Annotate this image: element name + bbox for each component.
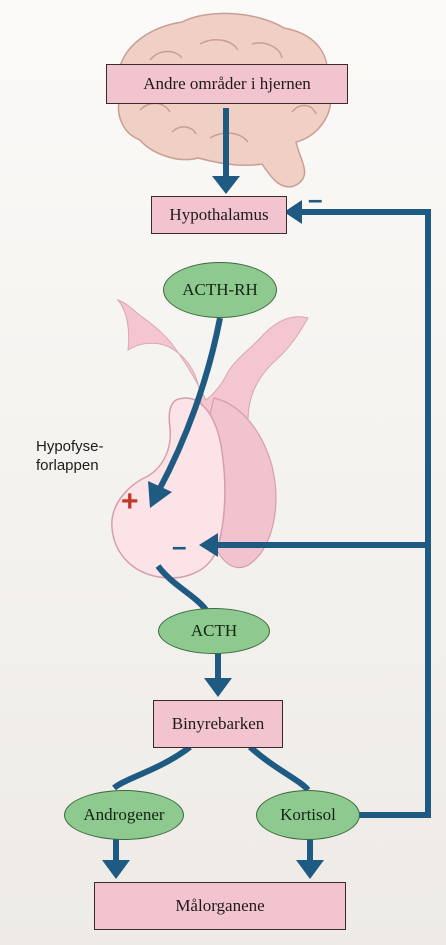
- plus-sign-stimulate: +: [121, 487, 139, 517]
- oval-acth-rh: ACTH-RH: [163, 262, 277, 318]
- box-adrenal-cortex: Binyrebarken: [153, 700, 283, 748]
- label-pituitary: Hypofyse- forlappen: [36, 437, 104, 475]
- box-other-brain-areas: Andre områder i hjernen: [106, 64, 348, 104]
- box-target-organs: Målorganene: [94, 882, 346, 930]
- minus-sign-pituitary: –: [172, 533, 186, 559]
- oval-acth: ACTH: [158, 608, 270, 654]
- oval-cortisol: Kortisol: [256, 790, 360, 840]
- label-pituitary-line2: forlappen: [36, 456, 104, 475]
- box-hypothalamus: Hypothalamus: [151, 196, 287, 234]
- oval-androgens: Androgener: [64, 790, 184, 840]
- label-pituitary-line1: Hypofyse-: [36, 437, 104, 456]
- minus-sign-hypothalamus: –: [308, 186, 322, 212]
